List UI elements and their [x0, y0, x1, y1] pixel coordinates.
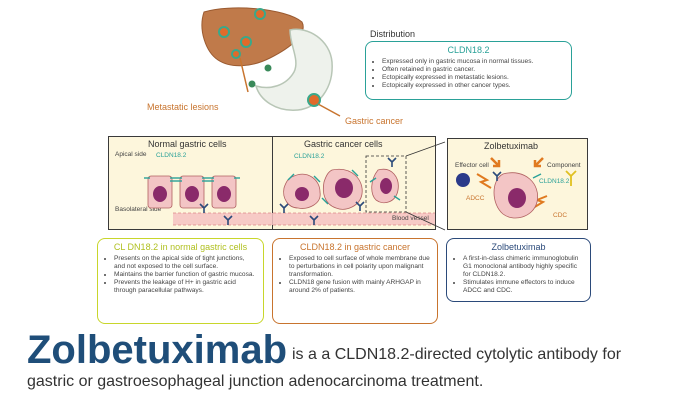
highlight-box	[365, 155, 407, 213]
liver-shape	[201, 7, 304, 67]
complement-icon	[565, 170, 577, 186]
cancer-info-list: Exposed to cell surface of whole membran…	[273, 255, 437, 295]
cdc-label: CDC	[553, 212, 568, 219]
nucleus	[217, 186, 231, 202]
list-item: Maintains the barrier function of gastri…	[114, 271, 257, 279]
metastasis-dot	[231, 49, 241, 59]
panel-divider	[272, 136, 273, 230]
normal-info-title: CL DN18.2 in normal gastric cells	[113, 242, 248, 252]
blood-vessel-label: Blood vessel	[392, 215, 429, 222]
list-item: Ectopically expressed in other cancer ty…	[382, 82, 565, 90]
antibody-glyphs	[199, 203, 233, 225]
list-item: Often retained in gastric cancer.	[382, 66, 565, 74]
mechanism-diagram	[456, 157, 577, 219]
cancer-cldn-label: CLDN18.2	[294, 153, 325, 160]
antibody-glyphs	[492, 171, 502, 181]
stomach-shape	[254, 28, 333, 111]
list-item: Exposed to cell surface of whole membran…	[289, 255, 431, 279]
footer-line-2: gastric or gastroesophageal junction ade…	[27, 373, 484, 390]
distribution-box-title: CLDN18.2	[447, 45, 490, 55]
nucleus	[335, 178, 353, 198]
adcc-label: ADCC	[466, 195, 485, 202]
list-item: CLDN18 gene fusion with mainly ARHGAP in…	[289, 279, 431, 295]
list-item: Prevents the leakage of H+ in gastric ac…	[114, 279, 257, 295]
basolateral-side-label: Basolateral side	[115, 206, 162, 213]
list-item: Expressed only in gastric mucosa in norm…	[382, 58, 565, 66]
distribution-list: Expressed only in gastric mucosa in norm…	[366, 58, 571, 90]
component-label: Component	[547, 162, 581, 169]
list-item: Stimulates immune effectors to induce AD…	[463, 279, 584, 295]
effector-cell-icon	[456, 173, 470, 187]
metastasis-dot	[218, 26, 230, 38]
footer-line-1: is a a CLDN18.2-directed cytolytic antib…	[292, 346, 622, 363]
normal-info-list: Presents on the apical side of tight jun…	[98, 255, 263, 295]
metastatic-pointer	[239, 57, 249, 93]
arrow-icon	[490, 157, 501, 168]
arrow-icon	[533, 157, 544, 168]
surface-cldn-markers	[287, 169, 401, 205]
normal-cldn-label: CLDN18.2	[156, 152, 187, 159]
gastric-cancer-pointer	[317, 103, 341, 117]
list-item: A first-in-class chimeric immunoglobulin…	[463, 255, 584, 279]
distribution-heading: Distribution	[370, 29, 416, 39]
normal-cells	[144, 175, 240, 225]
lightning-icon	[476, 173, 492, 189]
metastatic-lesions-label: Metastatic lesions	[147, 102, 219, 112]
antibody-glyphs	[279, 157, 397, 225]
zolb-info-title: Zolbetuximab	[491, 242, 546, 252]
list-item: Ectopically expressed in metastatic lesi…	[382, 74, 565, 82]
normal-panel-title: Normal gastric cells	[148, 139, 227, 149]
blood-vessel-strip	[173, 213, 435, 225]
lymph-node-dot	[248, 80, 256, 88]
lightning-icon	[532, 195, 548, 209]
cancer-info-box: CLDN18.2 in gastric cancer Exposed to ce…	[272, 238, 438, 324]
metastasis-dot	[240, 36, 252, 48]
nucleus	[153, 186, 167, 202]
lymph-node-dot	[264, 64, 272, 72]
cancer-info-title: CLDN18.2 in gastric cancer	[299, 242, 411, 252]
zolb-panel-title: Zolbetuximab	[484, 141, 539, 151]
cancer-cells	[279, 155, 407, 225]
list-item: Presents on the apical side of tight jun…	[114, 255, 257, 271]
effector-cell-label: Effector cell	[455, 162, 489, 169]
nucleus	[185, 186, 199, 202]
tight-junction-markers	[144, 177, 240, 182]
cldn-marker	[532, 173, 542, 179]
nucleus	[380, 178, 392, 194]
zolb-cldn-label: CLDN18.2	[539, 178, 570, 185]
gastric-tumor-dot	[307, 93, 321, 107]
cell-diagram	[144, 155, 435, 226]
zoom-connector	[405, 141, 446, 231]
zolbetuximab-info-box: Zolbetuximab A first-in-class chimeric i…	[446, 238, 591, 302]
nucleus	[295, 187, 309, 201]
normal-info-box: CL DN18.2 in normal gastric cells Presen…	[97, 238, 264, 324]
footer-title: Zolbetuximab	[27, 328, 288, 372]
distribution-box: CLDN18.2 Expressed only in gastric mucos…	[365, 41, 572, 100]
metastasis-dot	[254, 8, 266, 20]
zolb-info-list: A first-in-class chimeric immunoglobulin…	[447, 255, 590, 295]
apical-side-label: Apical side	[115, 151, 147, 158]
nucleus	[508, 188, 526, 208]
gastric-cancer-label: Gastric cancer	[345, 116, 404, 126]
organ-illustration	[201, 7, 341, 117]
cancer-panel-title: Gastric cancer cells	[304, 139, 383, 149]
